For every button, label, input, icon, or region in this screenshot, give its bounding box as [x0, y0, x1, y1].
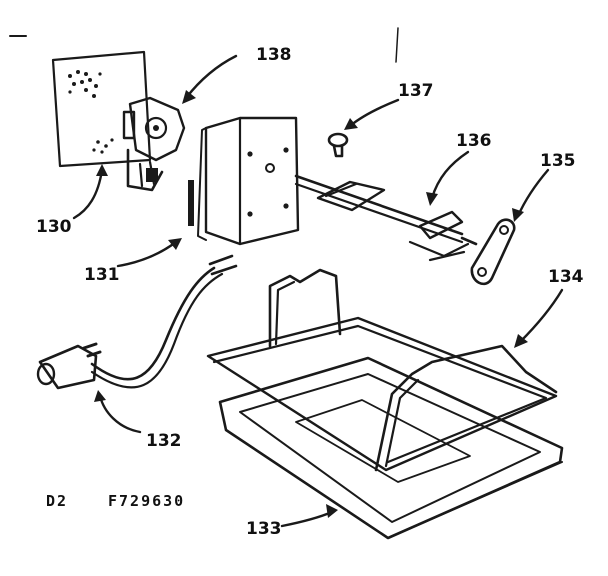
part-label-131: 131 — [84, 265, 120, 285]
figure-code: F729630 — [108, 492, 185, 510]
wire-rack — [206, 268, 558, 472]
part-label-130: 130 — [36, 217, 72, 237]
part-label-132: 132 — [146, 431, 182, 451]
part-label-133: 133 — [246, 519, 282, 539]
motor-bracket — [122, 96, 186, 192]
part-label-136: 136 — [456, 131, 492, 151]
stray-line — [395, 27, 399, 63]
screw — [327, 132, 349, 158]
section-code: D2 — [46, 492, 68, 510]
power-cord — [36, 254, 238, 390]
part-label-137: 137 — [398, 81, 434, 101]
part-label-138: 138 — [256, 45, 292, 65]
motor-box — [188, 116, 300, 246]
drip-pan — [218, 356, 564, 540]
spit-rod — [294, 174, 470, 262]
part-label-135: 135 — [540, 151, 576, 171]
mounting-plate — [51, 50, 152, 168]
part-label-134: 134 — [548, 267, 584, 287]
leader-arrows — [72, 54, 564, 528]
spit-handle — [460, 218, 516, 286]
